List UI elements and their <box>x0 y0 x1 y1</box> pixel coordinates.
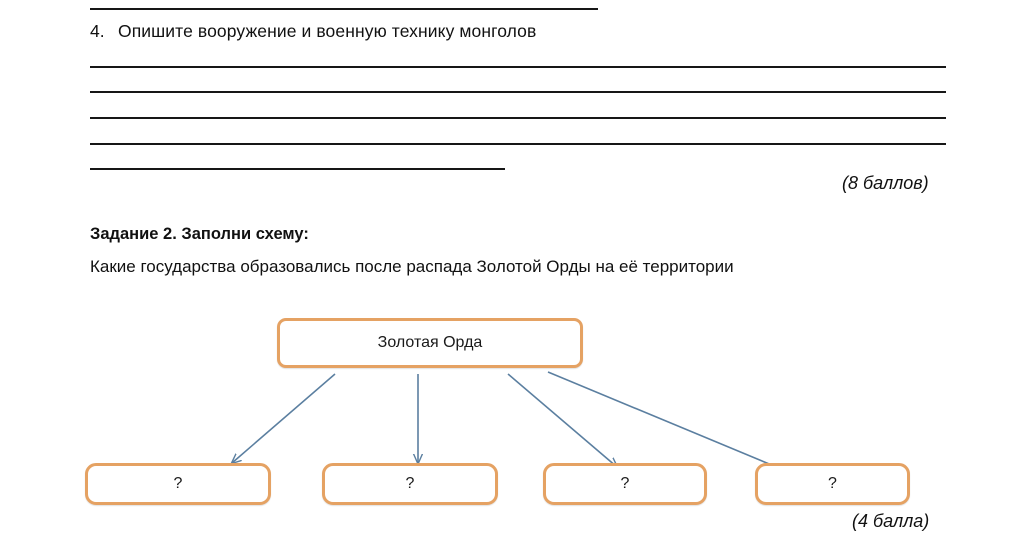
arrow-to-child-1 <box>232 373 336 463</box>
answer-rule-1 <box>90 66 946 68</box>
question-4-text: Опишите вооружение и военную технику мон… <box>118 21 537 41</box>
answer-rule-top <box>90 8 598 10</box>
diagram-child-node-3[interactable]: ? <box>543 463 707 505</box>
task-2-heading: Задание 2. Заполни схему: <box>90 224 309 244</box>
diagram-child-label-1: ? <box>173 475 183 492</box>
arrow-to-child-4 <box>547 371 791 473</box>
question-4-points: (8 баллов) <box>842 173 929 193</box>
answer-rule-3 <box>90 117 946 119</box>
answer-rule-2 <box>90 91 946 93</box>
diagram-child-label-4: ? <box>828 475 837 492</box>
diagram-child-label-3: ? <box>620 475 630 492</box>
question-4-number: 4. <box>90 21 105 41</box>
task-2-strong: Заполни схему: <box>181 225 309 243</box>
diagram-child-node-4[interactable]: ? <box>755 463 910 505</box>
diagram-root-label: Золотая Орда <box>377 334 483 351</box>
diagram-child-label-2: ? <box>405 475 415 492</box>
arrow-to-child-3 <box>507 373 617 467</box>
diagram-root-node[interactable]: Золотая Орда <box>277 318 583 368</box>
task-2-prompt: Какие государства образовались после рас… <box>90 257 734 276</box>
task-2-points: (4 балла) <box>852 511 930 531</box>
answer-rule-4 <box>90 143 946 145</box>
task-2-lead: Задание 2. <box>90 225 177 243</box>
answer-rule-5 <box>90 168 505 170</box>
diagram-child-node-1[interactable]: ? <box>85 463 271 505</box>
diagram-child-node-2[interactable]: ? <box>322 463 498 505</box>
